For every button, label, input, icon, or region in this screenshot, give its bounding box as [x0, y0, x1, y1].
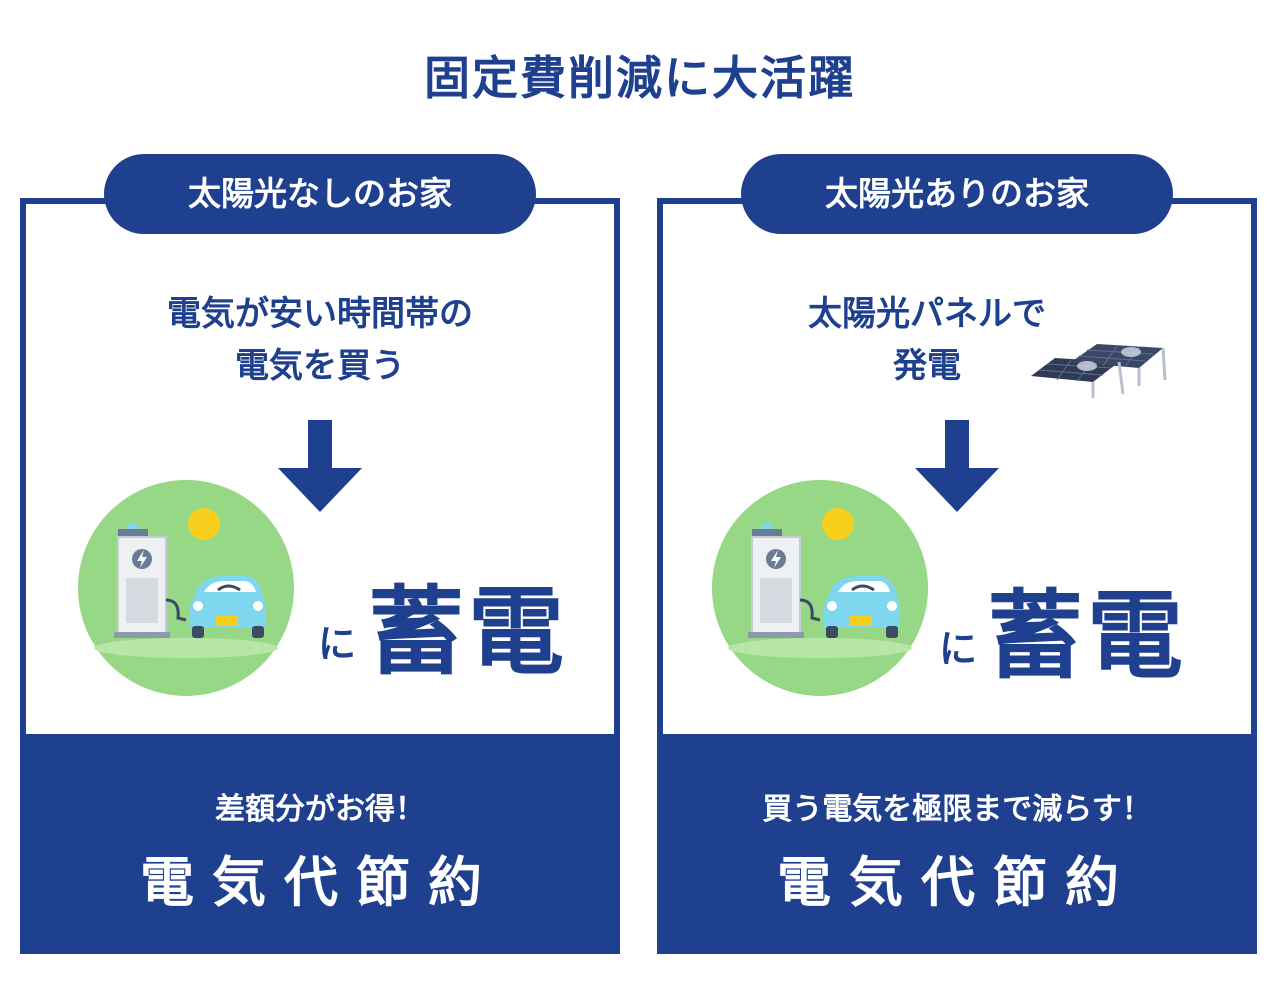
down-arrow-icon	[278, 420, 362, 512]
desc-line-2: 電気を買う	[235, 346, 405, 386]
solar-panel-icon	[1031, 344, 1167, 398]
panel-label: 太陽光なしのお家	[104, 154, 536, 234]
action-text: 蓄電	[368, 576, 568, 688]
particle-ni: に	[939, 627, 978, 671]
desc-line-2: 発電	[893, 346, 961, 386]
panel-no-solar: 太陽光なしのお家 電気が安い時間帯の 電気を買う に 蓄電 差額分がお得！ 電気…	[20, 154, 620, 954]
panel-bottom-banner: 買う電気を極限まで減らす！ 電気代節約	[657, 734, 1257, 954]
panel-bottom-banner: 差額分がお得！ 電気代節約	[20, 734, 620, 954]
particle-ni: に	[318, 622, 357, 666]
panel-description: 電気が安い時間帯の 電気を買う	[20, 288, 620, 392]
desc-line-1: 電気が安い時間帯の	[167, 294, 473, 334]
bottom-subtitle: 差額分がお得！	[215, 792, 425, 827]
down-arrow-icon	[915, 420, 999, 512]
ev-charger-illustration	[712, 480, 928, 696]
bottom-subtitle: 買う電気を極限まで減らす！	[762, 792, 1152, 827]
bottom-main-text: 電気代節約	[140, 851, 500, 914]
panel-description: 太陽光パネルで 発電	[657, 288, 1197, 392]
panel-with-solar: 太陽光ありのお家 太陽光パネルで 発電	[657, 154, 1257, 954]
panel-label: 太陽光ありのお家	[741, 154, 1173, 234]
bottom-main-text: 電気代節約	[777, 851, 1137, 914]
page-title: 固定費削減に大活躍	[424, 51, 856, 105]
action-text: 蓄電	[987, 580, 1187, 692]
desc-line-1: 太陽光パネルで	[808, 294, 1046, 334]
ev-charger-illustration	[78, 480, 294, 696]
